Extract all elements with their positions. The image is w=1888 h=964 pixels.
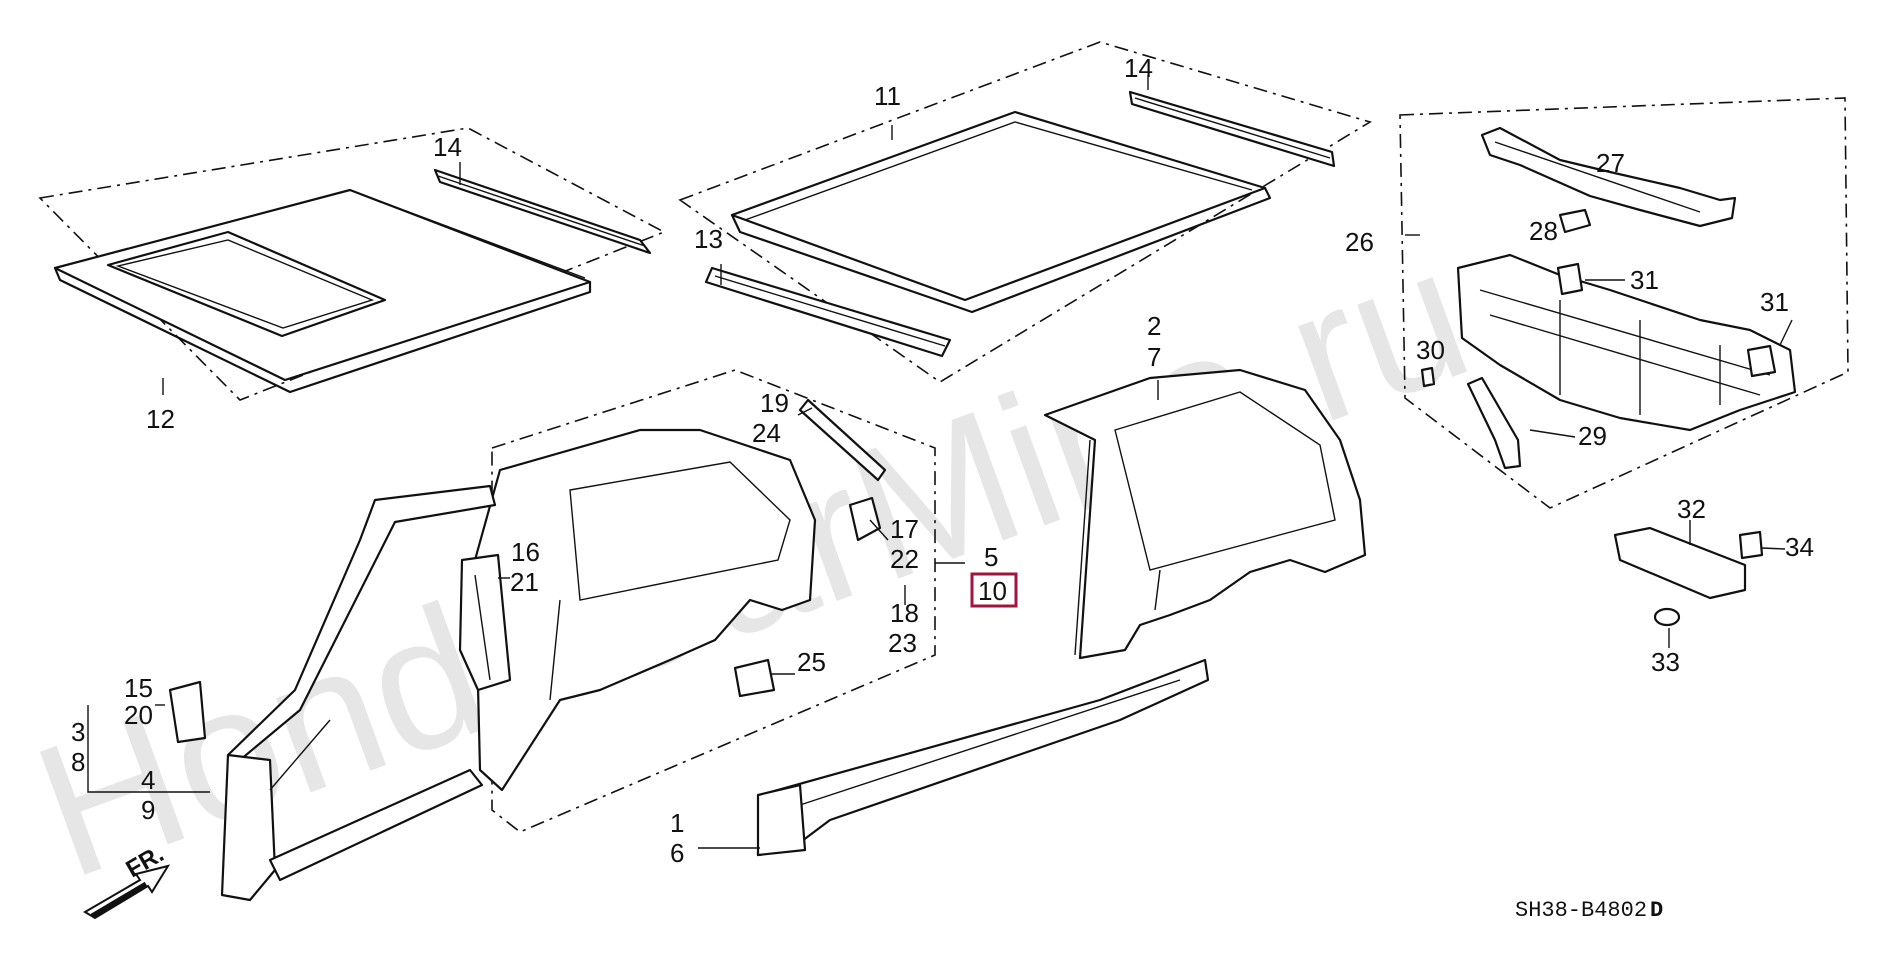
pillar-reinforcement[interactable] [458, 553, 512, 692]
label-14-right: 14 [1124, 53, 1153, 83]
label-34: 34 [1785, 532, 1814, 562]
side-sill-panel[interactable] [756, 658, 1210, 857]
grommet-33[interactable] [1653, 607, 1681, 627]
label-31a: 31 [1630, 265, 1659, 295]
label-14-left: 14 [433, 132, 462, 162]
label-13: 13 [694, 224, 723, 254]
bracket-28[interactable] [1558, 208, 1592, 234]
diagram-code-suffix: D [1650, 898, 1663, 923]
label-6: 6 [670, 838, 684, 868]
label-2: 2 [1147, 311, 1161, 341]
front-pillar-inner[interactable] [220, 484, 497, 902]
label-10: 10 [978, 576, 1007, 606]
bracket-17[interactable] [848, 496, 882, 542]
label-21: 21 [510, 567, 539, 597]
label-23: 23 [888, 628, 917, 658]
bracket-29[interactable] [1466, 376, 1522, 470]
label-1: 1 [670, 808, 684, 838]
label-28: 28 [1529, 216, 1558, 246]
label-8: 8 [71, 747, 85, 777]
label-18: 18 [890, 598, 919, 628]
clip-30[interactable] [1420, 366, 1436, 388]
label-15: 15 [124, 673, 153, 703]
diagram-code: SH38-B4802 D [1515, 898, 1663, 923]
label-30: 30 [1416, 335, 1445, 365]
label-4: 4 [141, 765, 155, 795]
label-22: 22 [890, 544, 919, 574]
label-31b: 31 [1760, 287, 1789, 317]
roof-panel[interactable] [678, 41, 1372, 383]
roof-panel-sunroof[interactable] [38, 127, 666, 401]
diagram-code-text: SH38-B4802 [1515, 898, 1647, 923]
label-25: 25 [797, 647, 826, 677]
label-24: 24 [752, 418, 781, 448]
outer-side-panel-left[interactable] [473, 428, 817, 792]
label-17: 17 [890, 514, 919, 544]
label-9: 9 [141, 795, 155, 825]
label-29: 29 [1578, 421, 1607, 451]
clip-34[interactable] [1738, 530, 1764, 560]
side-panel-group-frame [491, 369, 936, 833]
label-11: 11 [874, 81, 901, 111]
label-10-highlight[interactable]: 10 [970, 572, 1018, 608]
label-26: 26 [1345, 227, 1374, 257]
drip-molding-19[interactable] [798, 398, 887, 482]
fuel-lid-25[interactable] [733, 658, 776, 698]
gusset-15[interactable] [168, 680, 207, 744]
bracket-32[interactable] [1613, 526, 1747, 600]
label-3: 3 [71, 717, 85, 747]
part-labels: 12 11 14 14 13 26 27 28 31 31 30 29 2 7 … [71, 53, 1814, 868]
label-27: 27 [1596, 148, 1625, 178]
outer-side-panel-right[interactable] [1043, 368, 1367, 660]
label-16: 16 [511, 537, 540, 567]
label-5: 5 [984, 542, 998, 572]
upper-crossmember[interactable] [1480, 126, 1737, 228]
label-33: 33 [1651, 647, 1680, 677]
rear-bulkhead-panel[interactable] [1456, 253, 1797, 432]
label-20: 20 [124, 700, 153, 730]
label-19: 19 [760, 388, 789, 418]
label-7: 7 [1147, 342, 1161, 372]
label-12: 12 [146, 404, 175, 434]
clip-31a[interactable] [1556, 262, 1584, 296]
clip-31b[interactable] [1746, 344, 1777, 378]
label-32: 32 [1677, 494, 1706, 524]
rear-panel-group-frame [1399, 97, 1849, 509]
leader-lines [87, 75, 1793, 849]
